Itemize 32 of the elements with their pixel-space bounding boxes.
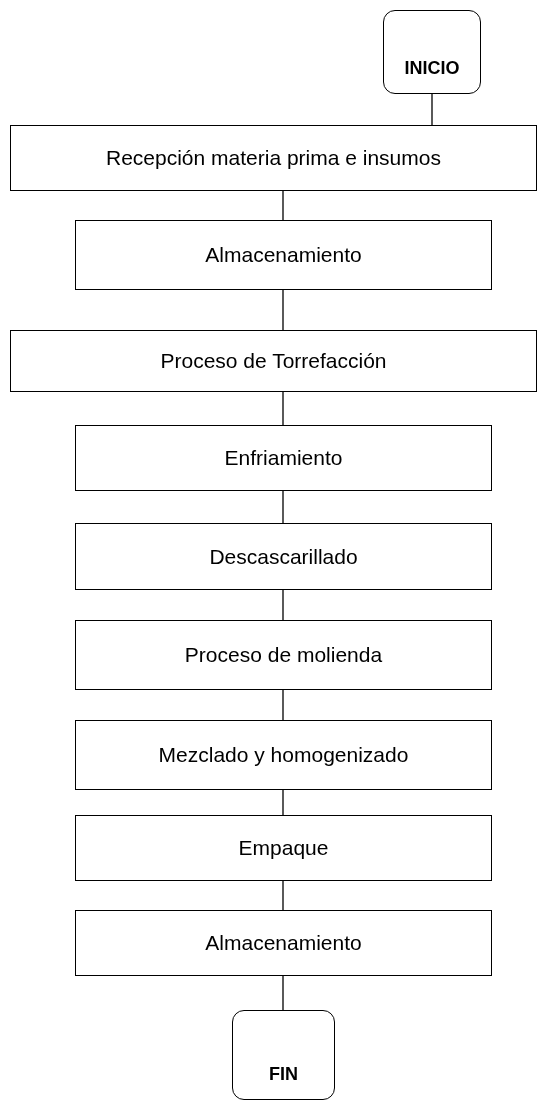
process-box <box>75 220 492 290</box>
terminal-box <box>383 10 481 94</box>
step-label: Recepción materia prima e insumos <box>106 146 441 170</box>
step-label: Proceso de Torrefacción <box>160 349 387 373</box>
step-label: Enfriamiento <box>224 446 343 470</box>
connector-line <box>431 93 433 126</box>
process-box <box>75 620 492 690</box>
step-label: Empaque <box>238 836 329 860</box>
process-box <box>10 330 537 392</box>
step-label: FIN <box>269 1064 298 1085</box>
process-box <box>75 815 492 881</box>
connector-line <box>282 880 284 911</box>
process-box <box>10 125 537 191</box>
step-label: Mezclado y homogenizado <box>158 743 409 767</box>
connector-line <box>282 789 284 816</box>
step-label: Descascarillado <box>209 544 358 569</box>
connector-line <box>282 589 284 621</box>
step-label: Almacenamiento <box>205 931 362 955</box>
process-box <box>75 910 492 976</box>
connector-line <box>282 689 284 721</box>
connector-line <box>282 190 284 221</box>
step-label: Almacenamiento <box>205 243 362 267</box>
connector-line <box>282 975 284 1011</box>
terminal-box <box>232 1010 335 1100</box>
process-box <box>75 425 492 491</box>
step-label: Proceso de molienda <box>184 643 383 667</box>
step-label: INICIO <box>404 58 460 79</box>
connector-line <box>282 391 284 426</box>
connector-line <box>282 490 284 524</box>
process-box <box>75 523 492 590</box>
connector-line <box>282 289 284 331</box>
process-box <box>75 720 492 790</box>
